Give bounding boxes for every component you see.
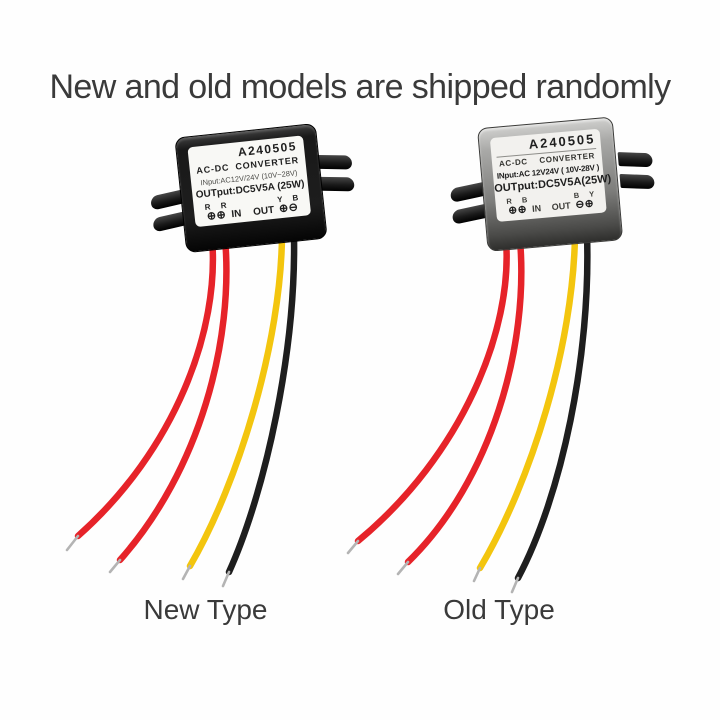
output-terminals: OUT Y B ⊕⊖ (252, 193, 304, 218)
terminal-markings: R B ⊕⊕ IN OUT B Y ⊖⊕ (495, 189, 606, 217)
wire-tip (108, 558, 122, 574)
old-red-wire-2 (404, 236, 525, 566)
input-polarity-symbols: ⊕⊕ (206, 208, 227, 223)
old-black-wire (514, 230, 591, 582)
input-terminals: R R ⊕⊕ IN (200, 200, 242, 223)
new-black-wire (225, 232, 298, 576)
input-terminals: R B ⊕⊕ IN (502, 195, 541, 216)
old-red-wire-1 (354, 236, 510, 545)
output-polarity-symbols: ⊕⊖ (278, 201, 300, 216)
out-label: OUT (252, 204, 275, 218)
new-yellow-wire (186, 232, 286, 570)
converter-old-type: A240505 AC-DC CONVERTER INput:AC 12V24V … (443, 109, 662, 257)
in-label: IN (230, 207, 242, 220)
converter-new-type: A240505 AC-DC CONVERTER INput:AC12V/24V … (144, 116, 360, 261)
page-title: New and old models are shipped randomly (49, 68, 671, 106)
caption-old-type: Old Type (443, 594, 555, 625)
wire-tip (396, 560, 410, 576)
wire-tip (346, 539, 360, 555)
device-label: A240505 AC-DC CONVERTER INput:AC12V/24V … (187, 135, 312, 228)
wire-tip (510, 576, 520, 594)
old-yellow-wire (476, 232, 579, 572)
input-polarity-symbols: ⊕⊕ (507, 202, 528, 217)
wire-tip (221, 570, 231, 588)
new-red-wire-1 (74, 234, 217, 540)
new-red-wire-2 (116, 234, 230, 564)
mounting-tab-right (616, 151, 656, 200)
device-label: A240505 AC-DC CONVERTER INput:AC 12V24V … (489, 128, 612, 222)
out-label: OUT (551, 200, 572, 212)
output-polarity-symbols: ⊖⊕ (574, 196, 595, 211)
wire-tip (65, 534, 80, 552)
wire-tip (472, 566, 482, 583)
wire-tip (181, 564, 192, 581)
output-terminals: OUT B Y ⊖⊕ (551, 189, 600, 212)
in-label: IN (531, 202, 542, 214)
caption-new-type: New Type (143, 594, 268, 625)
